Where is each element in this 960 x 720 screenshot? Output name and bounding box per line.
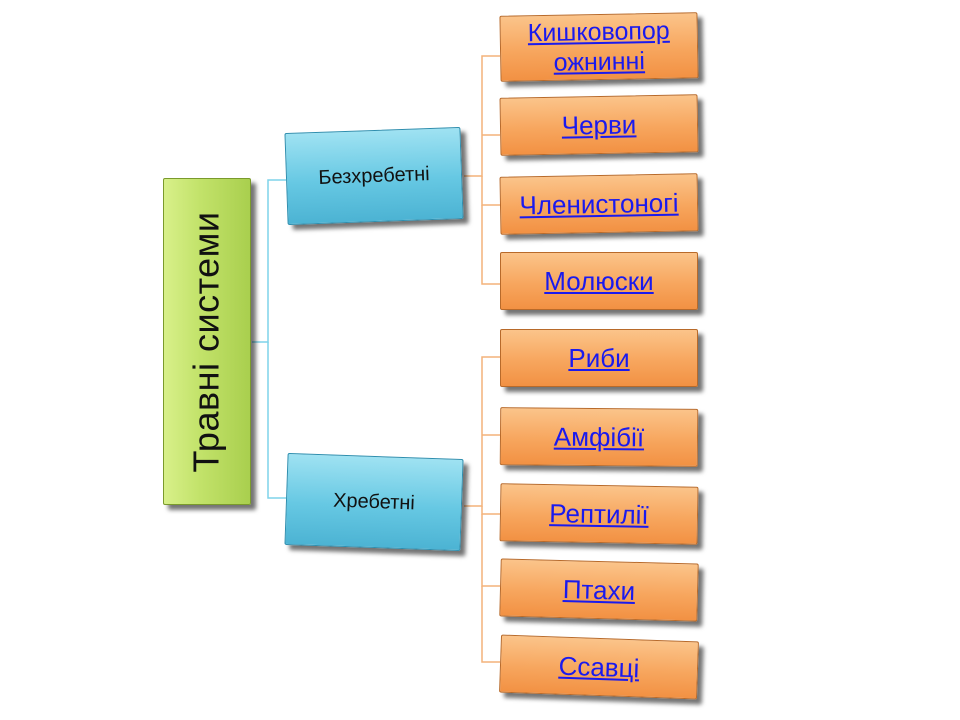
group-label-vertebrates: Хребетні [332, 489, 416, 514]
leaf-node-molluscs[interactable]: Молюски [500, 252, 698, 310]
leaf-link-arthropods[interactable]: Членистоногі [519, 187, 679, 221]
leaf-node-fish[interactable]: Риби [500, 329, 698, 387]
leaf-node-mammals[interactable]: Ссавці [499, 634, 699, 700]
leaf-link-worms[interactable]: Черви [561, 109, 637, 141]
group-node-vertebrates: Хребетні [284, 452, 464, 552]
leaf-node-amphibians[interactable]: Амфібії [499, 407, 699, 467]
group-node-invertebrates: Безхребетні [284, 126, 464, 226]
leaf-link-fish[interactable]: Риби [568, 343, 630, 373]
root-node: Травні системи [163, 178, 251, 505]
leaf-node-arthropods[interactable]: Членистоногі [499, 173, 699, 235]
leaf-link-mammals[interactable]: Ссавці [558, 650, 640, 684]
leaf-link-reptiles[interactable]: Рептилії [549, 498, 649, 530]
leaf-node-worms[interactable]: Черви [499, 94, 699, 156]
leaf-link-birds[interactable]: Птахи [562, 574, 636, 606]
leaf-node-reptiles[interactable]: Рептилії [499, 483, 699, 545]
leaf-link-molluscs[interactable]: Молюски [544, 266, 654, 296]
leaf-link-cnidarians[interactable]: Кишковопор ожнинні [527, 16, 670, 77]
group-label-invertebrates: Безхребетні [317, 162, 431, 189]
leaf-node-cnidarians[interactable]: Кишковопор ожнинні [499, 12, 699, 82]
leaf-link-amphibians[interactable]: Амфібії [553, 421, 645, 453]
root-label: Травні системи [186, 210, 227, 473]
leaf-node-birds[interactable]: Птахи [499, 558, 699, 622]
